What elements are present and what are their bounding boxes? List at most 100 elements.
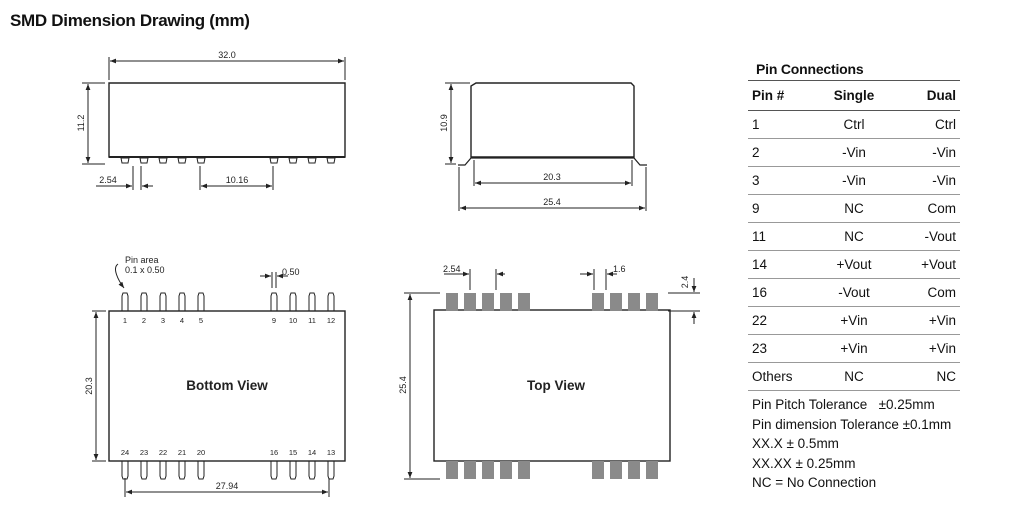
length-dimension: 32.0 (218, 50, 236, 60)
pin-number: 21 (178, 448, 186, 457)
pin-number: 10 (289, 316, 297, 325)
pin (178, 461, 186, 480)
single-cell: +Vout (809, 250, 899, 279)
pin-number: 3 (161, 316, 165, 325)
pin-number: 13 (327, 448, 335, 457)
pin-cell: 23 (748, 334, 809, 363)
pad (628, 293, 640, 311)
table-row: 23+Vin+Vin (748, 334, 960, 363)
pin-connections-title: Pin Connections (756, 61, 864, 77)
pad (500, 461, 512, 479)
single-cell: Ctrl (809, 110, 899, 139)
pad (446, 293, 458, 311)
span-dimension: 27.94 (216, 481, 239, 491)
top-view (404, 269, 700, 480)
pad (518, 461, 530, 479)
pin-number: 15 (289, 448, 297, 457)
pin-number: 4 (180, 316, 184, 325)
table-row: 22+Vin+Vin (748, 306, 960, 335)
pad (646, 293, 658, 311)
pad (518, 293, 530, 311)
pad (464, 293, 476, 311)
pin (159, 461, 167, 480)
pin (140, 461, 148, 480)
pin-number: 23 (140, 448, 148, 457)
pin-number: 24 (121, 448, 129, 457)
column-header-single: Single (809, 80, 899, 111)
pin-number: 11 (308, 316, 316, 325)
side-pin (158, 157, 168, 164)
package-outline (108, 310, 346, 462)
pin-number: 5 (199, 316, 203, 325)
pin-number: 12 (327, 316, 335, 325)
pad (610, 293, 622, 311)
outer-dimension: 25.4 (543, 197, 561, 207)
front-dimensions: 32.0 11.2 2.54 10.16 (76, 50, 344, 189)
pad (482, 461, 494, 479)
pin-width-dimension: 0.50 (282, 267, 300, 277)
height-dimension: 20.3 (84, 377, 94, 395)
table-row: 3-Vin-Vin (748, 166, 960, 195)
pin-number: 1 (123, 316, 127, 325)
pin-number: 20 (197, 448, 205, 457)
pad (482, 293, 494, 311)
single-cell: -Vin (809, 138, 899, 167)
dual-cell: Com (899, 278, 960, 307)
pad (628, 461, 640, 479)
pin-number: 2 (142, 316, 146, 325)
single-cell: -Vout (809, 278, 899, 307)
pin-cell: Others (748, 362, 809, 391)
pin (178, 292, 186, 311)
pin-cell: 16 (748, 278, 809, 307)
side-pin (288, 157, 298, 164)
note-line: XX.XX ± 0.25mm (752, 455, 856, 471)
bottom-view-label: Bottom View (186, 378, 268, 393)
pin-number: 14 (308, 448, 316, 457)
pin-cell: 22 (748, 306, 809, 335)
dual-cell: -Vin (899, 138, 960, 167)
pad (592, 461, 604, 479)
side-pin (177, 157, 187, 164)
dual-cell: +Vin (899, 334, 960, 363)
bottom-view (92, 272, 346, 497)
pad (446, 461, 458, 479)
single-cell: -Vin (809, 166, 899, 195)
side-pin (196, 157, 206, 164)
dual-cell: Ctrl (899, 110, 960, 139)
top-view-dimensions: 2.54 1.6 2.4 25.4 (398, 264, 697, 478)
pad (646, 461, 658, 479)
tolerance-notes: Pin Pitch Tolerance ±0.25mm Pin dimensio… (752, 395, 960, 493)
dual-cell: Com (899, 194, 960, 223)
dual-cell: +Vin (899, 306, 960, 335)
note-line: XX.X ± 0.5mm (752, 436, 839, 451)
pin (327, 461, 335, 480)
pin-number: 16 (270, 448, 278, 457)
side-view-front (82, 57, 346, 190)
table-row: 2-Vin-Vin (748, 138, 960, 167)
pin (121, 292, 129, 311)
pad (592, 293, 604, 311)
pad (500, 293, 512, 311)
column-header-pin: Pin # (748, 80, 809, 111)
pin (121, 461, 129, 480)
pin-cell: 9 (748, 194, 809, 223)
pin-cell: 11 (748, 222, 809, 251)
pad-length-dimension: 2.4 (680, 276, 690, 289)
side-pin (326, 157, 336, 164)
note-line: Pin Pitch Tolerance ±0.25mm (752, 397, 935, 412)
top-pad-group (446, 293, 658, 311)
gap-dimension: 10.16 (226, 175, 249, 185)
pin-cell: 1 (748, 110, 809, 139)
single-cell: NC (809, 194, 899, 223)
pin (308, 461, 316, 480)
pin-cell: 3 (748, 166, 809, 195)
pin (327, 292, 335, 311)
note-line: NC = No Connection (752, 475, 877, 490)
pin-cell: 14 (748, 250, 809, 279)
